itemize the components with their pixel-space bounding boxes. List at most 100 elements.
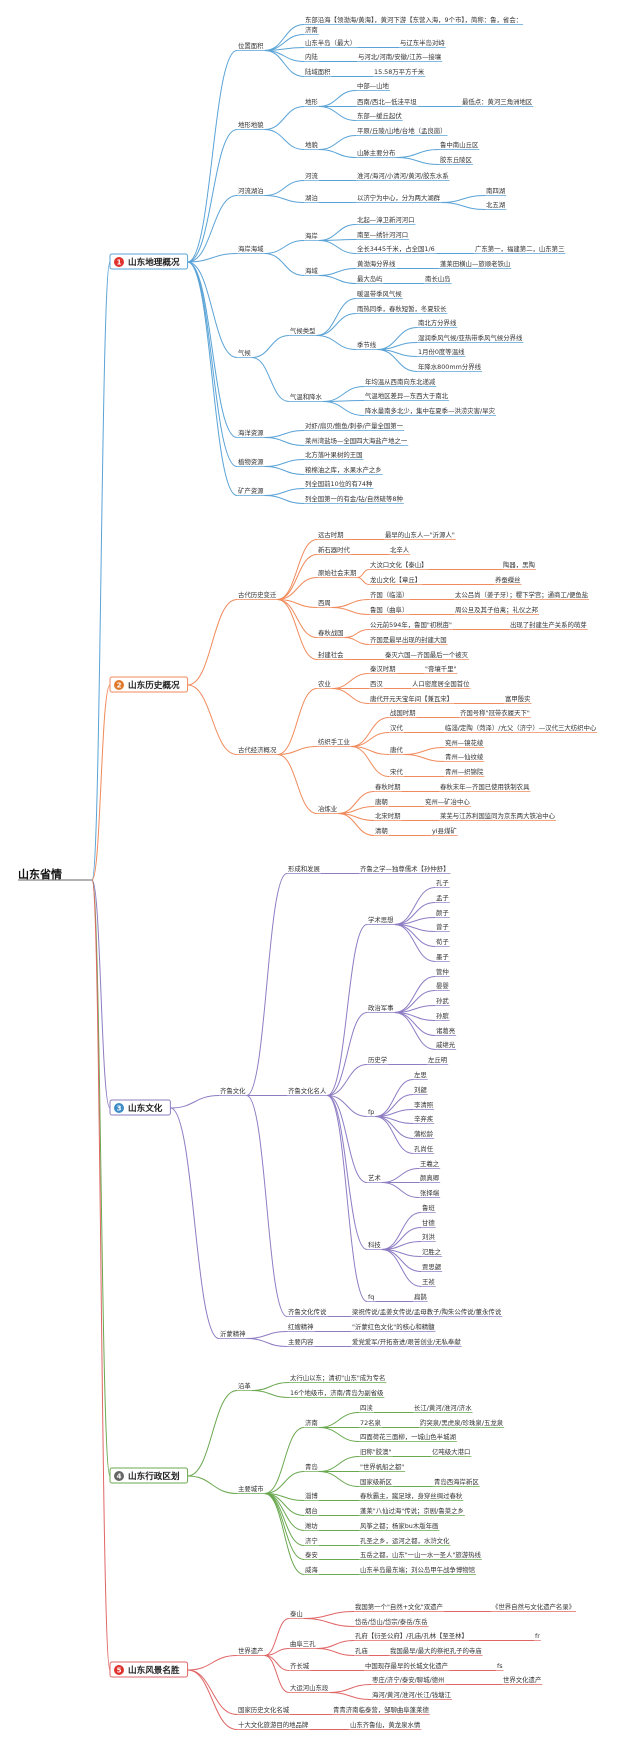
branch-node[interactable]: 汉代 — [389, 723, 404, 733]
branch-node[interactable]: 爱党爱军/开拓奋进/艰苦创业/无私奉献 — [351, 1337, 462, 1347]
branch-node[interactable]: 中国现存最早的长城文化遗产 — [364, 1661, 450, 1671]
branch-node[interactable]: 左丘明 — [427, 1055, 449, 1065]
branch-node[interactable]: 贾思勰 — [421, 1263, 443, 1272]
branch-node[interactable]: 科技 — [367, 1240, 382, 1250]
branch-node[interactable]: 平原/丘陵/山地/台地（孟良崮） — [356, 126, 448, 136]
branch-node[interactable]: 北起—漳卫新河河口 — [356, 215, 416, 225]
branch-node[interactable]: 新石器时代 — [317, 545, 351, 555]
branch-node[interactable]: 16个地级市，济南/青岛为副省级 — [289, 1388, 385, 1398]
branch-node[interactable]: 威海 — [304, 1565, 319, 1575]
branch-node[interactable]: 海岸 — [304, 231, 319, 241]
branch-node[interactable]: 沂蒙精神 — [219, 1329, 247, 1339]
branch-node[interactable]: 山脉主要分布 — [356, 148, 397, 158]
branch-node[interactable]: 1月份0度等温线 — [417, 347, 466, 357]
branch-node[interactable]: 扁鹊 — [413, 1292, 428, 1302]
branch-node[interactable]: 王羲之 — [419, 1159, 441, 1169]
branch-node[interactable]: 国家历史文化名城 — [237, 1705, 291, 1715]
branch-node[interactable]: 72名泉 — [359, 1418, 382, 1428]
branch-node[interactable]: 海洋资源 — [237, 428, 265, 438]
branch-node[interactable]: 以济宁为中心，分为两大湖群 — [356, 193, 442, 203]
branch-node[interactable]: 形成和发展 — [287, 864, 321, 874]
branch-node[interactable]: "世界帆船之都" — [359, 1462, 406, 1472]
branch-node[interactable]: 颜子 — [435, 908, 450, 918]
branch-node[interactable]: 清朝 — [374, 826, 389, 836]
branch-node[interactable]: 孙膑 — [435, 1011, 450, 1021]
branch-node[interactable]: 泰安 — [304, 1550, 319, 1560]
branch-node[interactable]: 黄渤海分界线 — [356, 259, 397, 269]
branch-node[interactable]: 蒲松龄 — [413, 1129, 435, 1139]
branch-node[interactable]: 唐代 — [389, 745, 404, 755]
branch-node[interactable]: 政治军事 — [367, 1003, 395, 1013]
branch-node[interactable]: 战国时期 — [389, 708, 417, 718]
branch-node[interactable]: fr — [534, 1632, 541, 1641]
branch-node[interactable]: 曾子 — [435, 922, 450, 932]
branch-node[interactable]: 刘勰 — [413, 1085, 428, 1095]
branch-node[interactable]: 李清照 — [413, 1100, 435, 1110]
branch-node[interactable]: 海域 — [304, 266, 319, 276]
branch-node[interactable]: 矿产资源 — [237, 486, 265, 496]
branch-node[interactable]: 济宁 — [304, 1536, 319, 1546]
branch-node[interactable]: 列全国前10位的有74种 — [304, 479, 374, 489]
branch-node[interactable]: 纺织手工业 — [317, 737, 351, 747]
branch-node[interactable]: 辛弃疾 — [413, 1114, 435, 1124]
branch-node[interactable]: 陆域面积 — [304, 67, 332, 77]
branch-node[interactable]: 河流 — [304, 171, 319, 181]
branch-node[interactable]: 青岛西海岸新区 — [433, 1477, 480, 1487]
branch-node[interactable]: 晏婴 — [435, 982, 450, 991]
branch-node[interactable]: 15.58万平方千米 — [373, 67, 426, 77]
branch-node[interactable]: 湖泊 — [304, 193, 319, 203]
branch-node[interactable]: 地形地貌 — [237, 120, 265, 130]
branch-node[interactable]: 降水量南多北少，集中在夏季—洪涝灾害/旱灾 — [364, 406, 496, 416]
branch-node[interactable]: 东部沿海【领渤海/黄海】，黄河下游【东营入海，9个市】，简称：鲁，省会： — [304, 15, 524, 25]
branch-node[interactable]: 全长3445千米，占全国1/6 — [356, 244, 436, 254]
branch-node[interactable]: 古代经济概况 — [237, 745, 278, 755]
branch-node[interactable]: 青青济南临泰营，邹聊曲阜蓬莱德 — [332, 1705, 430, 1715]
branch-node[interactable]: 与辽东半岛对峙 — [399, 38, 446, 48]
branch-node[interactable]: 孔府【衍圣公府】/孔庙/孔林【至圣林】 — [354, 1631, 469, 1641]
branch-node[interactable]: 沿革 — [237, 1381, 252, 1391]
branch-node[interactable]: 兖州—矿冶中心 — [424, 797, 471, 807]
branch-node[interactable]: 岱岳/岱山/岱宗/泰岳/东岳 — [354, 1617, 429, 1627]
branch-node[interactable]: 山东半岛（最大） — [304, 38, 358, 48]
branch-node[interactable]: 秦灭六国—齐国最后一个被灭 — [384, 650, 470, 660]
branch-node[interactable]: 荀子 — [435, 937, 450, 947]
branch-node[interactable]: 齐鲁文化 — [219, 1086, 247, 1096]
branch-node[interactable]: 年均温从西南向东北递减 — [364, 377, 437, 387]
branch-node[interactable]: 古代历史变迁 — [237, 590, 278, 600]
branch-node[interactable]: 学术思想 — [367, 915, 395, 925]
branch-node[interactable]: 孙武 — [435, 996, 450, 1006]
branch-node[interactable]: 烟台 — [304, 1506, 319, 1516]
branch-node[interactable]: 唐代开元天宝年间【兼瓦宋】 — [369, 694, 455, 704]
branch-node[interactable]: 齐国号称"冠带衣履天下" — [459, 708, 531, 718]
branch-node[interactable]: 春秋霸主，蹴足球，身穿丝绸过春秋 — [359, 1491, 464, 1501]
branch-node[interactable]: 临淄/定陶（菏泽）/亢父（济宁）—汉代三大纺织中心 — [444, 723, 598, 733]
branch-node[interactable]: 左思 — [413, 1070, 428, 1080]
branch-node[interactable]: 远古时期 — [317, 530, 345, 540]
branch-node[interactable]: 气候 — [237, 348, 252, 358]
branch-node[interactable]: 《世界自然与文化遗产名录》 — [491, 1602, 577, 1612]
branch-node[interactable]: 氾胜之 — [421, 1247, 443, 1257]
branch-node[interactable]: 青岛 — [304, 1462, 319, 1472]
branch-node[interactable]: 四渎 — [359, 1403, 374, 1413]
branch-node[interactable]: 十大文化旅游目的地品牌 — [237, 1720, 310, 1730]
branch-node[interactable]: 我国最早/最大的祭祀孔子的寺庙 — [389, 1646, 483, 1656]
branch-node[interactable]: 大汶口文化【泰山】 — [369, 560, 429, 570]
branch-node[interactable]: 齐鲁之学—独尊儒术【孙仲舒】 — [359, 864, 451, 874]
branch-node[interactable]: 北辛人 — [389, 545, 411, 555]
branch-node[interactable]: 封建社会 — [317, 650, 345, 660]
branch-node[interactable]: 富甲殷实 — [504, 694, 532, 704]
branch-node[interactable]: 王祯 — [421, 1277, 436, 1287]
branch-node[interactable]: 位置面积 — [237, 41, 265, 51]
branch-node[interactable]: 南北方分界线 — [417, 318, 458, 328]
branch-node[interactable]: 泰山 — [289, 1609, 304, 1619]
branch-node[interactable]: 齐国（临淄） — [369, 590, 410, 600]
branch-node[interactable]: 青州—织锦院 — [444, 767, 485, 777]
branch-node[interactable]: 北方落叶果树的王国 — [304, 450, 364, 460]
branch-node[interactable]: 枣庄/济宁/泰安/聊城/德州 — [371, 1675, 446, 1685]
branch-node[interactable]: 亿吨级大港口 — [431, 1447, 472, 1457]
branch-node[interactable]: 济南 — [304, 25, 319, 35]
branch-node[interactable]: 潍坊 — [304, 1521, 319, 1531]
